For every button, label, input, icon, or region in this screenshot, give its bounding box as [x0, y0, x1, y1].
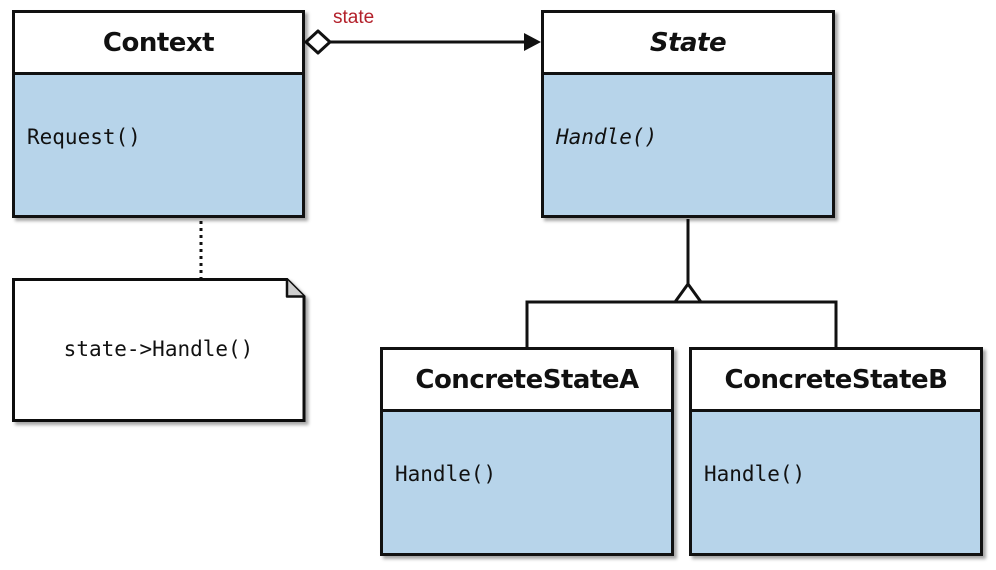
inheritance-connector — [525, 219, 838, 347]
class-concrete-state-b: ConcreteStateB Handle() — [689, 347, 983, 556]
note-text: state->Handle() — [63, 337, 254, 361]
class-context: Context Request() — [12, 10, 305, 218]
class-concrete-state-a: ConcreteStateA Handle() — [380, 347, 674, 556]
class-name: ConcreteStateA — [383, 350, 671, 412]
class-name: Context — [15, 13, 302, 75]
class-state: State Handle() — [541, 10, 835, 218]
note: state->Handle() — [12, 278, 305, 420]
aggregation-association — [304, 29, 541, 55]
class-name: State — [544, 13, 832, 75]
operation: Handle() — [704, 462, 806, 486]
operation: Request() — [27, 125, 141, 149]
association-arrowhead — [524, 33, 541, 51]
association-role-label: state — [333, 7, 375, 28]
note-shape — [12, 278, 306, 422]
operation: Handle() — [556, 125, 658, 149]
inheritance-triangle — [673, 282, 703, 304]
aggregation-diamond — [304, 29, 332, 55]
class-name: ConcreteStateB — [692, 350, 980, 412]
operation: Handle() — [395, 462, 497, 486]
